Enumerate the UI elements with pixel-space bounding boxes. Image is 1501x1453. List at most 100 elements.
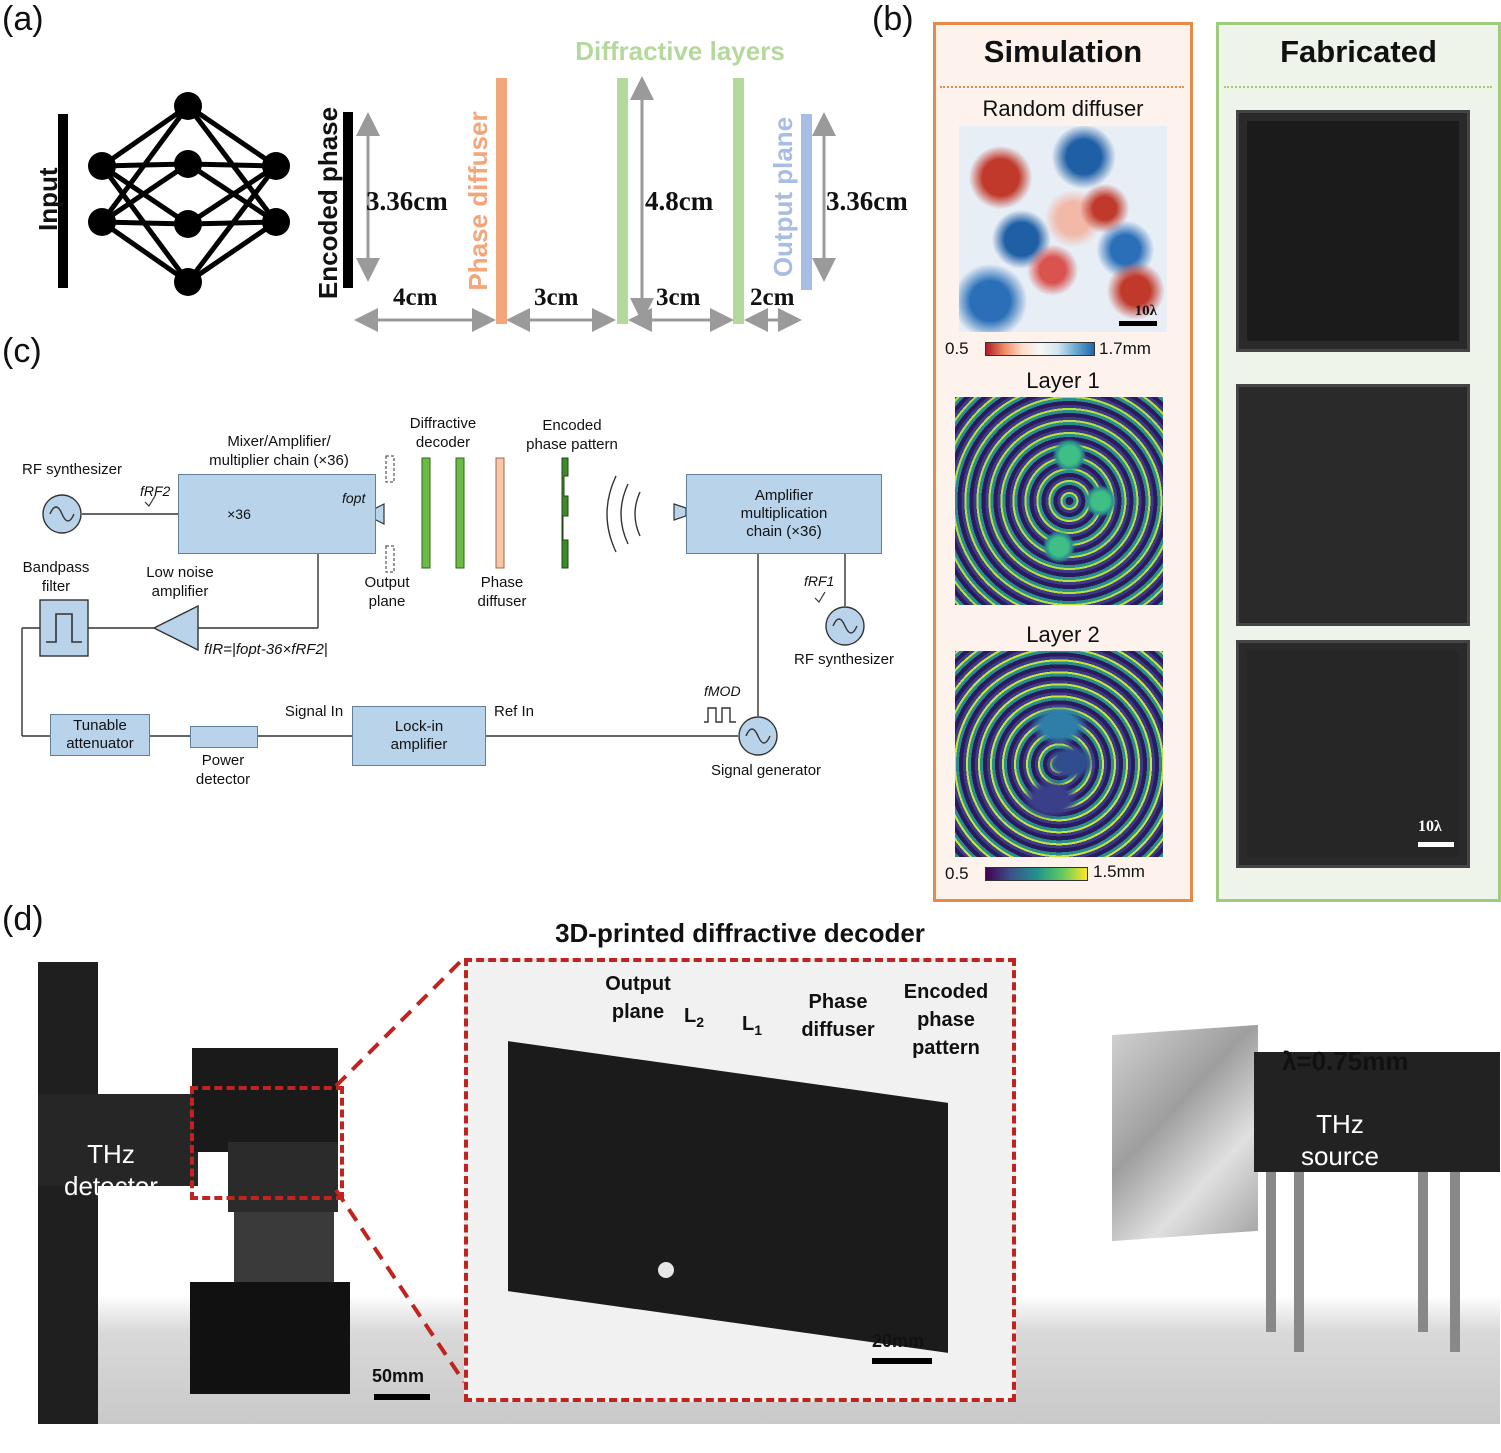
- stage-upper: [228, 1142, 338, 1212]
- l2-label: L2: [684, 1005, 705, 1030]
- cbar2-min: 0.5: [945, 864, 969, 883]
- phase-diffuser-plane: [496, 78, 507, 324]
- post-3: [1418, 1172, 1428, 1332]
- random-diffuser-map: 10λ: [959, 126, 1167, 332]
- simulation-divider: [940, 86, 1184, 88]
- panel-d-label: (d): [2, 900, 44, 938]
- encoded-phase-label: Encoded phase: [313, 106, 343, 300]
- gap1-label: 4cm: [393, 284, 438, 311]
- fab-scale-bar: [1418, 842, 1454, 847]
- fmod-label: fMOD: [704, 683, 741, 699]
- dim-input-label: 3.36cm: [366, 186, 448, 216]
- thz-source-body: [1254, 1052, 1500, 1172]
- callout-small-box: [190, 1086, 344, 1200]
- thz-source-label: THz source: [1300, 1109, 1380, 1171]
- fabricated-title: Fabricated: [1280, 34, 1437, 69]
- output-plane-d-label: Output plane: [605, 973, 671, 1023]
- scale-20-label: 20mm: [872, 1331, 925, 1351]
- stage-middle: [234, 1212, 334, 1282]
- gap3-label: 3cm: [656, 284, 701, 311]
- callout-title: 3D-printed diffractive decoder: [555, 918, 925, 948]
- scale-bar: [1119, 321, 1157, 326]
- diffractive-layers-label: Diffractive layers: [575, 36, 785, 66]
- output-plane-bar: [801, 114, 812, 290]
- diffractive-decoder-label: Diffractive decoder: [409, 415, 477, 451]
- tunable-attenuator-box: Tunable attenuator: [50, 714, 150, 756]
- mount-hole: [658, 1262, 674, 1278]
- rf-synth-left-label: RF synthesizer: [21, 461, 123, 478]
- lna-label: Low noise amplifier: [146, 564, 214, 600]
- input-label: Input: [33, 167, 63, 231]
- mixer-title: Mixer/Amplifier/ multiplier chain (×36): [209, 433, 349, 469]
- l2-sub: 2: [696, 1014, 705, 1030]
- decoder-holder: [192, 1048, 338, 1152]
- post-4: [1450, 1172, 1460, 1352]
- lockin-box: Lock-in amplifier: [352, 706, 486, 766]
- gap4-label: 2cm: [750, 284, 795, 311]
- x36-label: ×36: [227, 506, 251, 522]
- wavelength-label: λ=0.75mm: [1282, 1046, 1409, 1076]
- setup-schematic-lines: [21, 455, 865, 756]
- l1-label: L1: [742, 1013, 763, 1038]
- rf-synth-right-label: RF synthesizer: [793, 651, 895, 668]
- random-diffuser-title: Random diffuser: [982, 96, 1144, 121]
- phase-diffuser-d-label: Phase diffuser: [801, 991, 875, 1041]
- diffractive-layer-1: [617, 78, 628, 324]
- stage-base: [190, 1282, 350, 1394]
- cbar1-min: 0.5: [945, 339, 969, 358]
- panel-b-label: (b): [872, 0, 914, 38]
- fab-scale-label: 10λ: [1418, 818, 1442, 835]
- scale-bar-20: [872, 1358, 932, 1364]
- power-detector-box: [190, 726, 258, 748]
- panel-c-label: (c): [2, 332, 42, 370]
- fabricated-layer1-plate: [1236, 384, 1470, 626]
- colorbar-viridis: [985, 867, 1088, 881]
- encoded-pattern-label: Encoded phase pattern: [526, 417, 618, 453]
- layer2-title: Layer 2: [1026, 622, 1100, 647]
- callout-connectors: [334, 956, 466, 1384]
- layer1-map: [955, 397, 1163, 605]
- layer2-map: [955, 651, 1163, 857]
- callout-large-box: [464, 958, 1016, 1402]
- scale-50-label: 50mm: [372, 1366, 425, 1386]
- colorbar-rdbu: [985, 342, 1095, 356]
- amp-chain-box: Amplifier multiplication chain (×36): [686, 474, 882, 554]
- decoder-photo: [508, 1041, 948, 1353]
- phase-diffuser-c-label: Phase diffuser: [477, 574, 527, 610]
- neural-network-icon: [88, 92, 290, 296]
- post-1: [1266, 1172, 1276, 1332]
- fopt-label: fopt: [342, 490, 366, 506]
- fabricated-diffuser-plate: [1236, 110, 1470, 352]
- ref-in-label: Ref In: [493, 703, 535, 720]
- input-plane: [58, 114, 68, 288]
- scale-label: 10λ: [1134, 303, 1157, 319]
- l1-sub: 1: [754, 1022, 763, 1038]
- output-plane-c-label: Output plane: [364, 574, 410, 610]
- fir-label: fIR=|fopt-36×fRF2|: [204, 641, 328, 658]
- encoded-pattern-d-label: Encoded phase pattern: [903, 981, 989, 1059]
- frf1-label: fRF1: [804, 573, 835, 589]
- thz-detector-label: THz detector: [64, 1139, 158, 1201]
- foil-aperture: [1112, 1024, 1258, 1242]
- fabricated-divider: [1224, 86, 1492, 88]
- dim-output-label: 3.36cm: [826, 186, 908, 216]
- fabricated-layer2-plate: [1236, 640, 1470, 868]
- scale-bar-50: [374, 1394, 430, 1400]
- cbar1-max: 1.7mm: [1099, 339, 1151, 358]
- layer1-title: Layer 1: [1026, 368, 1100, 393]
- bandpass-label: Bandpass filter: [22, 559, 90, 595]
- encoded-phase-plane: [343, 112, 353, 288]
- thz-detector-body: [38, 1094, 198, 1186]
- gap2-label: 3cm: [534, 284, 579, 311]
- dim-layer-label: 4.8cm: [645, 186, 714, 216]
- dimension-arrows: [354, 76, 836, 332]
- simulation-title: Simulation: [983, 34, 1143, 69]
- frf2-label: fRF2: [140, 483, 171, 499]
- signal-in-label: Signal In: [284, 703, 344, 720]
- cbar2-max: 1.5mm: [1093, 862, 1145, 881]
- mixer-chain-box: [178, 474, 376, 554]
- post-2: [1294, 1172, 1304, 1352]
- diffractive-layer-2: [733, 78, 744, 324]
- power-detector-label: Power detector: [195, 752, 251, 788]
- panel-a-label: (a): [2, 0, 44, 38]
